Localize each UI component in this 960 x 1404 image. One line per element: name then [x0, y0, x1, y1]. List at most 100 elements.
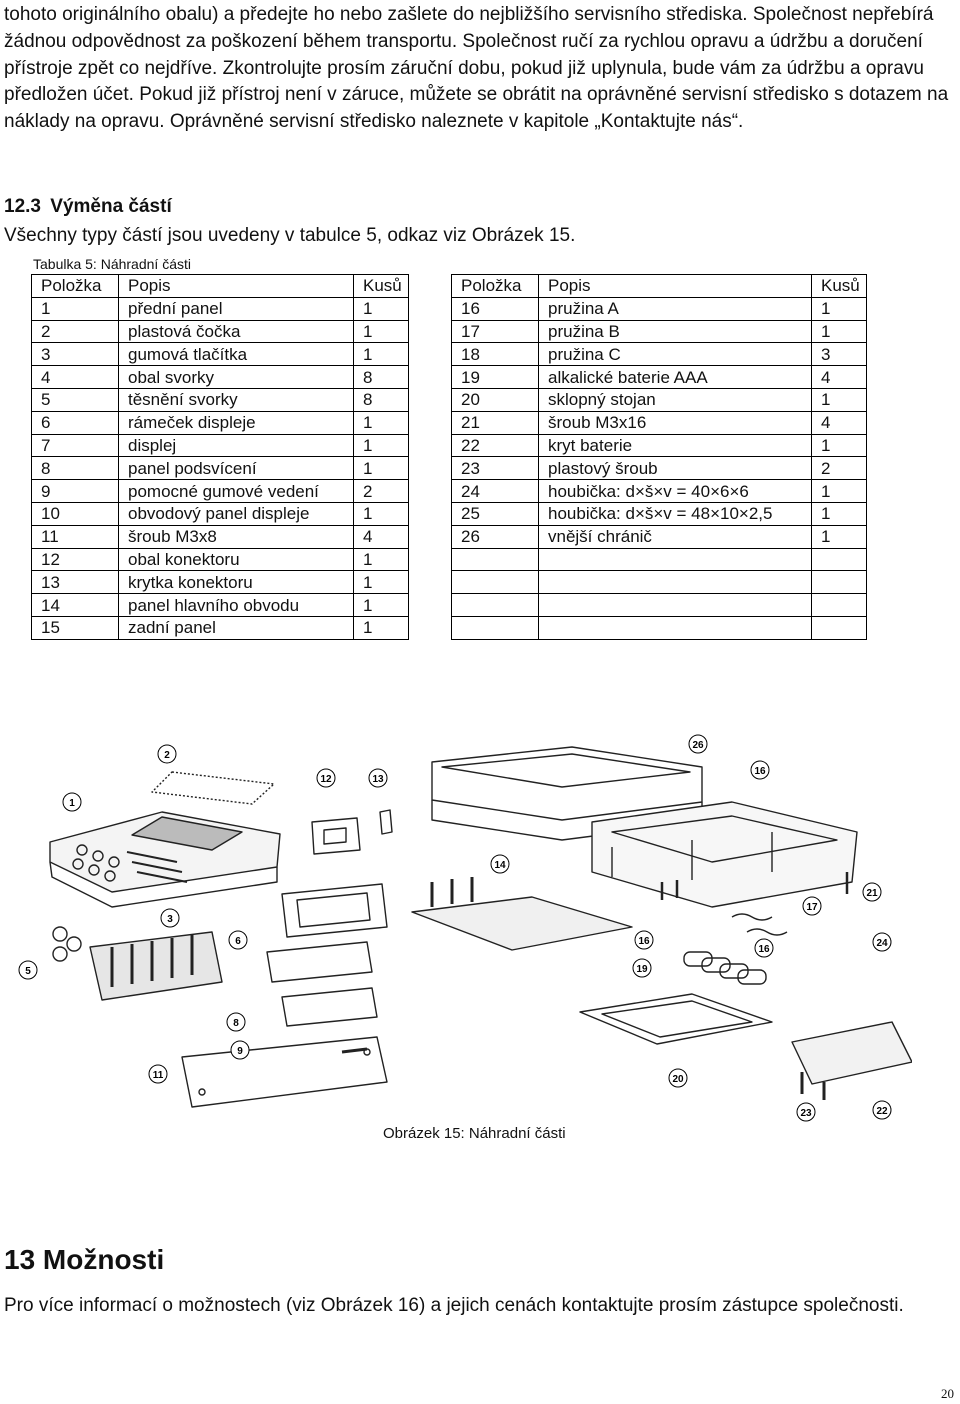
quantity-cell: Kusů [353, 274, 409, 298]
callout-16b: 16 [634, 930, 654, 950]
item-number-cell: 16 [451, 296, 539, 321]
connector-cover-drawing [311, 817, 361, 855]
svg-text:3: 3 [167, 914, 173, 925]
section-13-paragraph: Pro více informací o možnostech (viz Obr… [4, 1295, 904, 1316]
svg-text:2: 2 [164, 750, 170, 761]
description-cell: pružina A [538, 296, 812, 321]
exploded-parts-diagram: 1 2 3 5 6 8 9 11 12 13 14 16 17 19 20 21… [18, 734, 912, 1122]
svg-text:12: 12 [320, 774, 332, 785]
callout-1: 1 [62, 792, 82, 812]
main-circuit-board-drawing [411, 896, 633, 951]
description-cell [538, 593, 812, 617]
quantity-cell: 1 [811, 479, 867, 503]
callout-11: 11 [148, 1064, 168, 1084]
item-number-cell: Položka [451, 274, 539, 298]
item-number-cell: 8 [31, 456, 119, 481]
description-cell: displej [118, 433, 354, 458]
callout-2: 2 [157, 744, 177, 764]
description-cell: houbička: d×š×v = 48×10×2,5 [538, 501, 812, 526]
callout-3: 3 [160, 908, 180, 928]
item-number-cell [451, 615, 539, 640]
quantity-cell: 1 [353, 570, 409, 595]
description-cell [538, 547, 812, 572]
front-panel-drawing [49, 811, 281, 908]
callout-22: 22 [872, 1100, 892, 1120]
description-cell: šroub M3x8 [118, 524, 354, 549]
rubber-keys-drawing [52, 926, 223, 1001]
table-row [451, 570, 867, 595]
item-number-cell [451, 570, 539, 595]
description-cell: vnější chránič [538, 524, 812, 549]
batteries-drawing [683, 951, 767, 985]
description-cell: sklopný stojan [538, 387, 812, 412]
section-number: 12.3 [4, 196, 41, 217]
item-number-cell: 3 [31, 342, 119, 367]
svg-text:1: 1 [69, 798, 75, 809]
svg-text:21: 21 [866, 888, 878, 899]
quantity-cell [811, 615, 867, 640]
item-number-cell: 14 [31, 593, 119, 617]
item-number-cell: 1 [31, 296, 119, 321]
quantity-cell: 2 [353, 479, 409, 503]
section-12-3-intro: Všechny typy částí jsou uvedeny v tabulc… [4, 225, 576, 246]
item-number-cell: 15 [31, 615, 119, 640]
item-number-cell: 18 [451, 342, 539, 367]
callout-20: 20 [668, 1068, 688, 1088]
svg-text:16: 16 [638, 936, 650, 947]
quantity-cell: 1 [353, 342, 409, 367]
table-row [451, 615, 867, 640]
quantity-cell: 4 [811, 365, 867, 389]
item-number-cell: 19 [451, 365, 539, 389]
quantity-cell: 1 [811, 387, 867, 412]
description-cell: krytka konektoru [118, 570, 354, 595]
description-cell: pomocné gumové vedení [118, 479, 354, 503]
quantity-cell: 1 [811, 524, 867, 549]
callout-19: 19 [632, 958, 652, 978]
description-cell: alkalické baterie AAA [538, 365, 812, 389]
intro-paragraph: tohoto originálního obalu) a předejte ho… [4, 4, 949, 133]
callout-16c: 16 [754, 938, 774, 958]
quantity-cell: 1 [353, 410, 409, 435]
callout-5: 5 [18, 960, 38, 980]
plastic-screw-drawing [800, 1072, 826, 1100]
quantity-cell: 1 [353, 456, 409, 481]
svg-text:11: 11 [153, 1070, 164, 1081]
tilt-stand-drawing [579, 993, 773, 1045]
quantity-cell: 1 [353, 593, 409, 617]
quantity-cell: 1 [811, 501, 867, 526]
item-number-cell: 24 [451, 479, 539, 503]
item-number-cell: 7 [31, 433, 119, 458]
section-12-3-heading: 12.3 Výměna částí [4, 196, 172, 218]
quantity-cell [811, 547, 867, 572]
quantity-cell: 1 [811, 319, 867, 344]
description-cell: přední panel [118, 296, 354, 321]
item-number-cell [451, 547, 539, 572]
description-cell: zadní panel [118, 615, 354, 640]
table-caption: Tabulka 5: Náhradní části [33, 256, 191, 272]
quantity-cell: 8 [353, 387, 409, 412]
backlight-plate-drawing [281, 987, 378, 1027]
display-circuit-board-drawing [181, 1036, 388, 1108]
description-cell: plastový šroub [538, 456, 812, 481]
callout-13: 13 [368, 768, 388, 788]
svg-text:17: 17 [806, 902, 818, 913]
item-number-cell: 6 [31, 410, 119, 435]
item-number-cell: 25 [451, 501, 539, 526]
svg-text:23: 23 [800, 1108, 812, 1119]
description-cell: obal svorky [118, 365, 354, 389]
screw-drawing [660, 872, 849, 900]
